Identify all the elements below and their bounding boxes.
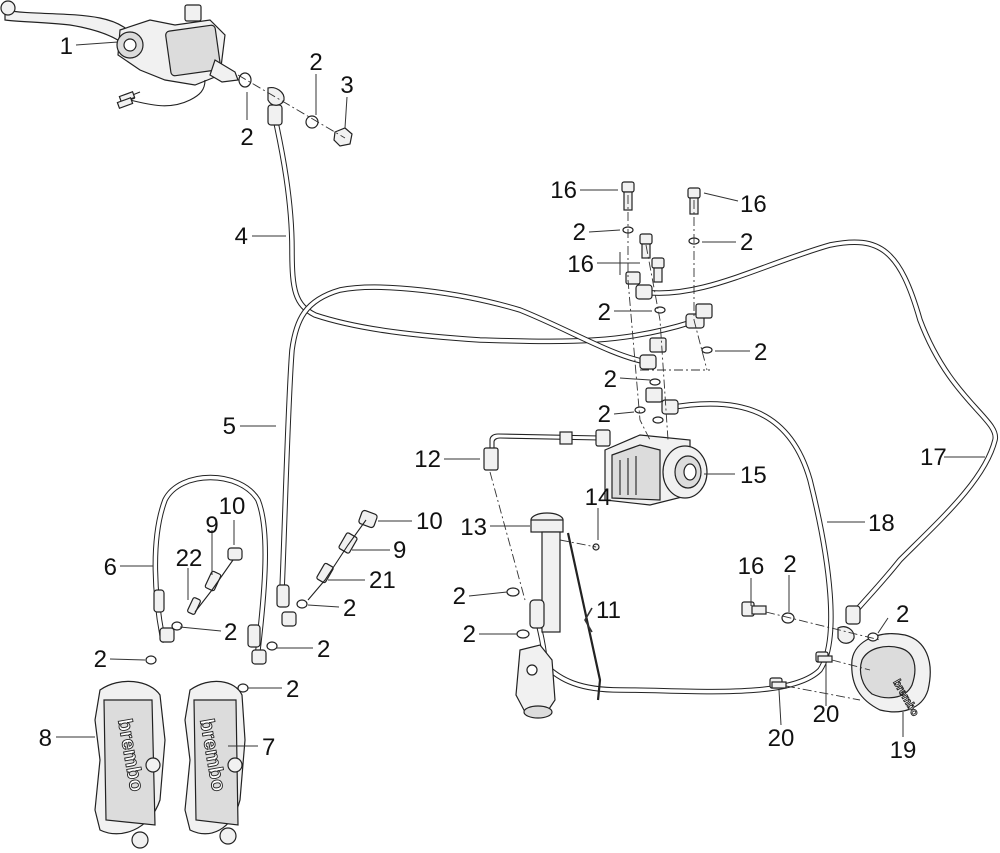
rear-master-cylinder [515, 599, 556, 719]
callout-16-middle: 16 [567, 251, 594, 278]
callout-2-caliper-left: 2 [94, 646, 107, 673]
callout-labels: 1 2 2 3 4 16 16 2 2 16 2 2 2 2 5 12 15 1… [39, 33, 947, 764]
hose-fittings [153, 104, 861, 665]
callout-20-lower: 20 [768, 725, 795, 752]
callout-18: 18 [868, 510, 895, 537]
hose-4 [272, 115, 695, 345]
callout-16-rear: 16 [738, 553, 765, 580]
callout-19: 19 [890, 737, 917, 764]
callout-9-right: 9 [393, 537, 406, 564]
callout-2-abs-2: 2 [740, 229, 753, 256]
callout-9-left: 9 [205, 512, 218, 539]
callout-1: 1 [60, 33, 73, 60]
callout-5: 5 [223, 413, 236, 440]
callout-20-upper: 20 [813, 701, 840, 728]
front-sensor-left [171, 547, 243, 631]
hose-6 [152, 474, 268, 653]
rear-banjo-parts [741, 601, 881, 644]
callout-2-top-right: 2 [309, 49, 322, 76]
hose-5 [279, 284, 649, 593]
callout-2-abs-1: 2 [573, 219, 586, 246]
leader-lines [56, 41, 985, 747]
callout-22: 22 [176, 545, 203, 572]
front-master-cylinder [0, 0, 239, 109]
callout-2-reservoir: 2 [453, 583, 466, 610]
hose-17 [639, 239, 998, 615]
front-sensor-right [296, 509, 378, 609]
callout-16-right: 16 [740, 191, 767, 218]
callout-4: 4 [235, 223, 248, 250]
callout-21: 21 [369, 567, 396, 594]
callout-11: 11 [596, 597, 621, 624]
callout-16-left: 16 [550, 177, 577, 204]
callout-2-sensor-left: 2 [224, 619, 237, 646]
abs-modulator [604, 434, 708, 506]
callout-2-top-left: 2 [240, 124, 253, 151]
rear-brake-reservoir [506, 512, 600, 639]
abs-banjo-bolts [621, 181, 713, 441]
front-caliper-left: brembo [94, 680, 166, 849]
abs-sensor-connector [483, 429, 611, 601]
callout-15: 15 [740, 462, 767, 489]
front-caliper-washers [145, 641, 278, 693]
callout-17: 17 [920, 444, 947, 471]
callout-8: 8 [39, 725, 52, 752]
top-washers [237, 72, 353, 147]
callout-2-caliper-right: 2 [286, 676, 299, 703]
callout-2-abs-4: 2 [754, 339, 767, 366]
callout-6: 6 [104, 554, 117, 581]
callout-14: 14 [585, 484, 612, 511]
callout-2-rear-1: 2 [783, 551, 796, 578]
callout-7: 7 [262, 734, 275, 761]
front-caliper-right: brembo [184, 680, 246, 845]
callout-13: 13 [460, 514, 487, 541]
callout-10-left: 10 [219, 493, 246, 520]
callout-2-rear-2: 2 [896, 601, 909, 628]
callout-2-hose5: 2 [317, 636, 330, 663]
rear-caliper: brembo [769, 633, 931, 719]
callout-2-sensor-right: 2 [343, 595, 356, 622]
bracket-11 [566, 532, 602, 701]
callout-2-abs-5: 2 [604, 366, 617, 393]
callout-10-right: 10 [416, 508, 443, 535]
callout-2-abs-3: 2 [598, 299, 611, 326]
callout-12: 12 [414, 446, 441, 473]
callout-2-abs-6: 2 [598, 401, 611, 428]
callout-3: 3 [340, 72, 353, 99]
callout-2-master: 2 [463, 621, 476, 648]
